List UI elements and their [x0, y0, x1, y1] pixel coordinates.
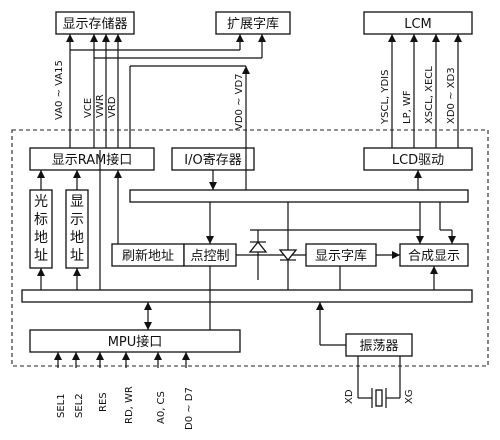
diode-2-symbol [278, 249, 298, 262]
sel2-signal-label: SEL2 [74, 393, 85, 418]
font-composite-arrow [392, 251, 400, 259]
display-address-char-3: 地 [70, 230, 84, 246]
ext-control-arrow [258, 34, 266, 42]
lower-internal-bus [21, 289, 473, 303]
d-bus-signal-label: D0 ~ D7 [184, 387, 195, 430]
xg-crystal-label: XG [404, 389, 415, 404]
a0-cs-signal-label: A0, CS [156, 391, 167, 424]
vce-arrow [90, 34, 98, 42]
display-address-char-2: 示 [70, 212, 84, 228]
xscl-arrow [432, 34, 440, 42]
vwr-signal-label: VWR [95, 94, 106, 118]
sel1-signal-label: SEL1 [56, 393, 67, 418]
vrd-signal-label: VRD [107, 96, 118, 118]
io-register-label: I/O寄存器 [184, 152, 241, 168]
lp-signal-label: LP, WF [402, 90, 413, 124]
ext-address-arrow [236, 34, 244, 42]
d-bus-arrow [182, 352, 190, 360]
ram-refresh-arrow [114, 170, 122, 178]
lcd-bus-arrow [414, 170, 422, 178]
sel1-arrow [54, 352, 62, 360]
bus-mpu-arrow-down [144, 322, 152, 330]
cursor-bus-arrow [37, 268, 45, 276]
xscl-signal-label: XSCL, XECL [424, 66, 435, 124]
oscillator-label: 振荡器 [359, 339, 398, 354]
io-bus-arrow [209, 182, 217, 190]
display-address-char-1: 显 [70, 194, 84, 210]
display-ram-interface-box [29, 147, 155, 171]
sel2-arrow [72, 352, 80, 360]
lp-arrow [410, 34, 418, 42]
dot-control-label: 点控制 [190, 249, 229, 264]
refresh-address-label: 刷新地址 [122, 248, 174, 264]
display-ram-interface-label: 显示RAM接口 [52, 152, 133, 168]
composite-lower-arrow [430, 266, 438, 274]
rd-wr-signal-label: RD, WR [124, 386, 135, 424]
cursor-address-char-4: 址 [34, 248, 48, 264]
xd-crystal-label: XD [344, 389, 355, 404]
composite-bus-arrow [416, 236, 424, 244]
ram-cursor-arrow [37, 170, 45, 178]
cursor-address-char-1: 光 [34, 194, 48, 210]
vd-signal-label: VD0 ~ VD7 [234, 73, 245, 130]
display-font-label: 显示字库 [315, 248, 367, 264]
vwr-arrow [102, 34, 110, 42]
extended-font-label: 扩展字库 [227, 16, 279, 32]
rd-wr-arrow [122, 352, 130, 360]
chip-boundary [11, 129, 489, 367]
composite-display-label: 合成显示 [408, 249, 460, 264]
va-arrow-up [66, 34, 74, 42]
upper-internal-bus [129, 189, 469, 203]
display-memory-box [55, 11, 135, 35]
lcd-driver-label: LCD驱动 [392, 153, 444, 168]
mpu-interface-label: MPU接口 [108, 334, 163, 350]
bus-dot-arrow [206, 236, 214, 244]
display-addr-bus-arrow [73, 268, 81, 276]
display-address-char-4: 址 [70, 248, 84, 264]
bus-osc-arrow [316, 302, 324, 310]
vd-arrow-up [242, 66, 250, 74]
yscl-signal-label: YSCL, YDIS [380, 70, 391, 125]
lcm-box [363, 11, 473, 35]
vce-signal-label: VCE [83, 98, 94, 118]
a0-cs-arrow [154, 352, 162, 360]
extended-font-box [215, 11, 291, 35]
bus-mpu-arrow-up [144, 302, 152, 310]
vrd-arrow [114, 34, 122, 42]
xd-signal-label: XD0 ~ XD3 [446, 67, 457, 124]
cursor-address-char-3: 地 [34, 230, 48, 246]
display-memory-label: 显示存储器 [62, 17, 127, 32]
lcm-label: LCM [404, 17, 432, 32]
cursor-address-char-2: 标 [34, 212, 48, 228]
ram-display-arrow [73, 170, 81, 178]
res-arrow [96, 352, 104, 360]
mpu-interface-box [29, 329, 241, 353]
va-signal-label: VA0 ~ VA15 [54, 60, 65, 120]
crystal-body [375, 389, 383, 407]
res-signal-label: RES [98, 392, 109, 412]
yscl-arrow [388, 34, 396, 42]
diode-1-symbol [248, 240, 268, 253]
lcd-composite-arrow [448, 236, 456, 244]
xd-arrow [454, 34, 462, 42]
